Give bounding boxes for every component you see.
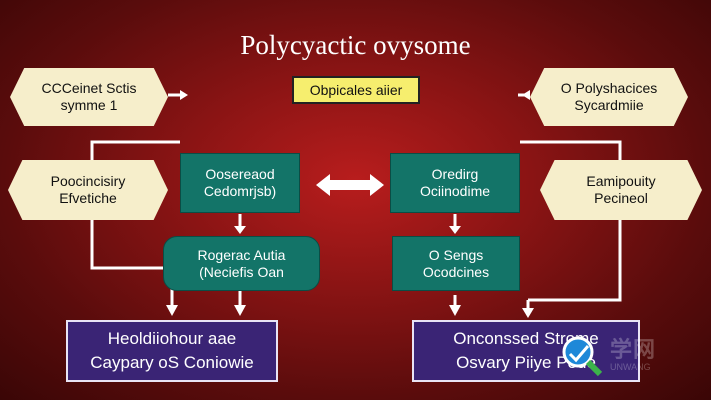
hex-mid-right: Eamipouity Pecineol	[540, 160, 702, 220]
teal-box-left-top: Oosereaod Cedomrjsb)	[180, 153, 300, 213]
right-outer-line	[520, 140, 622, 302]
hex-top-right: O Polyshacices Sycardmiie	[530, 68, 688, 126]
teal-box-right-mid: O Sengs Ocodcines	[392, 236, 520, 291]
teal-box-left-rounded: Rogerac Autia (Neciefis Oan	[163, 236, 320, 291]
double-arrow	[316, 174, 384, 196]
purple-box-right: Onconssed Strome Osvary Piiye Pode	[412, 320, 640, 382]
arrowhead-left-top	[180, 90, 188, 100]
arrowhead-right-top	[522, 90, 530, 100]
watermark-cn: 学网	[610, 337, 657, 362]
arrowhead-right-down-b	[449, 305, 461, 316]
arrowhead-left-mid	[234, 226, 246, 234]
center-label: Obpicales aiier	[292, 76, 420, 104]
purple-box-left: Heoldiiohour aae Caypary oS Coniowie	[66, 320, 278, 382]
hex-mid-left: Poocincisiry Efvetiche	[8, 160, 168, 220]
hex-top-left: CCCeinet Sctis symme 1	[10, 68, 168, 126]
teal-box-right-top: Oredirg Ociinodime	[390, 153, 520, 213]
watermark-en: UNWANG	[610, 362, 651, 372]
arrowhead-left-down-b	[234, 305, 246, 316]
arrowhead-right-down-a	[522, 308, 534, 318]
diagram-title: Polycyactic ovysome	[240, 30, 471, 60]
arrowhead-left-down-a	[166, 305, 178, 316]
magnifier-logo-icon	[562, 336, 603, 377]
arrowhead-right-mid	[449, 226, 461, 234]
